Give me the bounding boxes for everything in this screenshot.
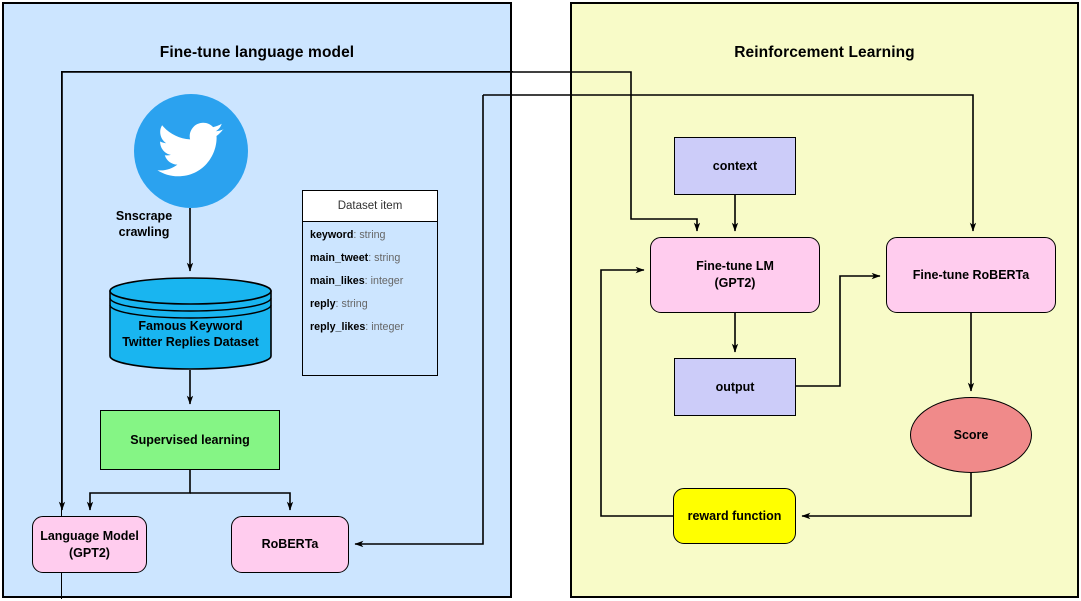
node-output-label: output: [715, 379, 755, 394]
node-score-label: Score: [953, 427, 989, 442]
snscrape-crawling-line1: Snscrape: [115, 209, 173, 223]
node-fine-tune-lm-gpt2[interactable]: Fine-tune LM (GPT2): [650, 237, 820, 313]
panel-right-title: Reinforcement Learning: [572, 44, 1077, 62]
node-context-label: context: [712, 158, 758, 173]
database-cylinder: [108, 277, 273, 370]
dataset-item-field: reply_likes: integer: [310, 321, 404, 333]
dataset-field-name: main_tweet: [310, 252, 369, 264]
dataset-item-field: keyword: string: [310, 229, 386, 241]
node-supervised-learning[interactable]: Supervised learning: [100, 410, 280, 470]
node-language-model-gpt2[interactable]: Language Model (GPT2): [32, 516, 147, 573]
node-reward-function[interactable]: reward function: [673, 488, 796, 544]
node-supervised-learning-label: Supervised learning: [130, 432, 250, 447]
dataset-item-field: reply: string: [310, 298, 368, 310]
dataset-item-header: Dataset item: [303, 191, 437, 222]
dataset-field-name: reply_likes: [310, 321, 366, 333]
dataset-field-name: reply: [310, 298, 336, 310]
node-context[interactable]: context: [674, 137, 796, 195]
panel-left-title: Fine-tune language model: [4, 44, 510, 62]
node-fine-tune-lm-line2: (GPT2): [714, 276, 756, 290]
node-roberta[interactable]: RoBERTa: [231, 516, 349, 573]
dataset-item-table: Dataset item keyword: string main_tweet:…: [302, 190, 438, 376]
node-language-model-line2: (GPT2): [69, 545, 110, 560]
twitter-logo-icon: [134, 94, 248, 208]
database-label-line2: Twitter Replies Dataset: [122, 335, 259, 350]
snscrape-crawling-label: Snscrape crawling: [101, 208, 187, 241]
dataset-field-type: integer: [371, 321, 404, 333]
dataset-field-type: string: [341, 298, 368, 310]
dataset-field-type: string: [374, 252, 401, 264]
panel-right-title-text: Reinforcement Learning: [734, 44, 915, 61]
dataset-field-type: string: [359, 229, 386, 241]
node-output[interactable]: output: [674, 358, 796, 416]
database-label: Famous Keyword Twitter Replies Dataset: [108, 318, 273, 351]
node-fine-tune-roberta-label: Fine-tune RoBERTa: [912, 267, 1030, 282]
node-fine-tune-lm-line1: Fine-tune LM: [696, 259, 774, 274]
node-roberta-label: RoBERTa: [261, 537, 319, 552]
dataset-field-name: main_likes: [310, 275, 365, 287]
dataset-item-field: main_tweet: string: [310, 252, 401, 264]
node-reward-function-label: reward function: [687, 508, 782, 523]
node-fine-tune-roberta[interactable]: Fine-tune RoBERTa: [886, 237, 1056, 313]
panel-left-title-text: Fine-tune language model: [159, 44, 355, 61]
dataset-field-name: keyword: [310, 229, 354, 241]
node-score[interactable]: Score: [910, 397, 1032, 473]
database-label-line1: Famous Keyword: [138, 319, 243, 333]
dataset-field-type: integer: [370, 275, 404, 287]
node-language-model-line1: Language Model: [40, 528, 139, 543]
dataset-item-field: main_likes: integer: [310, 275, 404, 287]
snscrape-crawling-line2: crawling: [118, 225, 170, 240]
dataset-item-field-list: keyword: string main_tweet: string main_…: [303, 222, 437, 333]
